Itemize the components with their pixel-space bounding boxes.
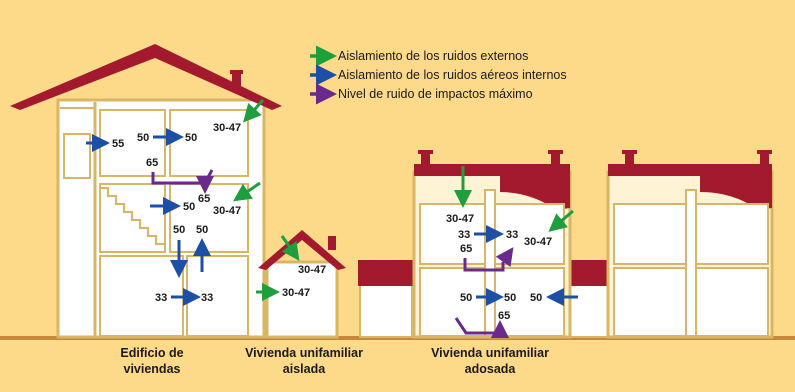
value-label: 65: [498, 310, 510, 322]
value-label: 50: [196, 224, 208, 236]
value-label: 30-47: [298, 264, 326, 276]
caption-building-line1: Edificio de: [120, 346, 183, 360]
value-label: 30-47: [524, 236, 552, 248]
value-label: 55: [112, 138, 124, 150]
apartment-building: [10, 44, 282, 339]
value-label: 50: [460, 292, 472, 304]
building-roof: [10, 44, 282, 110]
detached-roof: [258, 230, 346, 270]
legend-impact-label: Nivel de ruido de impactos máximo: [338, 87, 533, 101]
impact-arrow: [203, 169, 214, 184]
value-label: 50: [183, 201, 195, 213]
caption-semi-line2: adosada: [465, 362, 517, 376]
value-label: 65: [198, 193, 210, 205]
value-label: 30-47: [446, 213, 474, 225]
staircase: [100, 187, 165, 245]
value-label: 65: [460, 243, 472, 255]
legend-internal-label: Aislamiento de los ruidos aéreos interno…: [338, 68, 567, 82]
legend: Aislamiento de los ruidos externos Aisla…: [310, 45, 567, 105]
value-label: 65: [146, 157, 158, 169]
caption-detached-line2: aislada: [283, 362, 326, 376]
external-arrow: [548, 209, 574, 232]
caption-semi-line1: Vivienda unifamiliar: [431, 346, 549, 360]
value-label: 33: [506, 229, 518, 241]
impact-arrow: [454, 317, 509, 338]
value-label: 50: [185, 132, 197, 144]
value-label: 33: [201, 292, 213, 304]
value-label: 30-47: [213, 122, 241, 134]
value-label: 50: [137, 132, 149, 144]
external-arrow: [280, 235, 300, 261]
impact-arrow: [495, 247, 514, 267]
external-arrow: [243, 99, 265, 123]
impact-arrow: [151, 172, 214, 194]
value-label: 50: [504, 292, 516, 304]
value-label: 33: [458, 229, 470, 241]
caption-detached-line1: Vivienda unifamiliar: [245, 346, 363, 360]
semi-detached-houses: [358, 150, 774, 339]
value-label: 50: [530, 292, 542, 304]
caption-building-line2: viviendas: [124, 362, 181, 376]
detached-house: [258, 230, 346, 339]
external-arrow: [233, 181, 261, 202]
value-label: 50: [173, 224, 185, 236]
value-label: 30-47: [213, 205, 241, 217]
value-label: 30-47: [282, 287, 310, 299]
legend-external-label: Aislamiento de los ruidos externos: [338, 49, 528, 63]
value-label: 33: [155, 292, 167, 304]
